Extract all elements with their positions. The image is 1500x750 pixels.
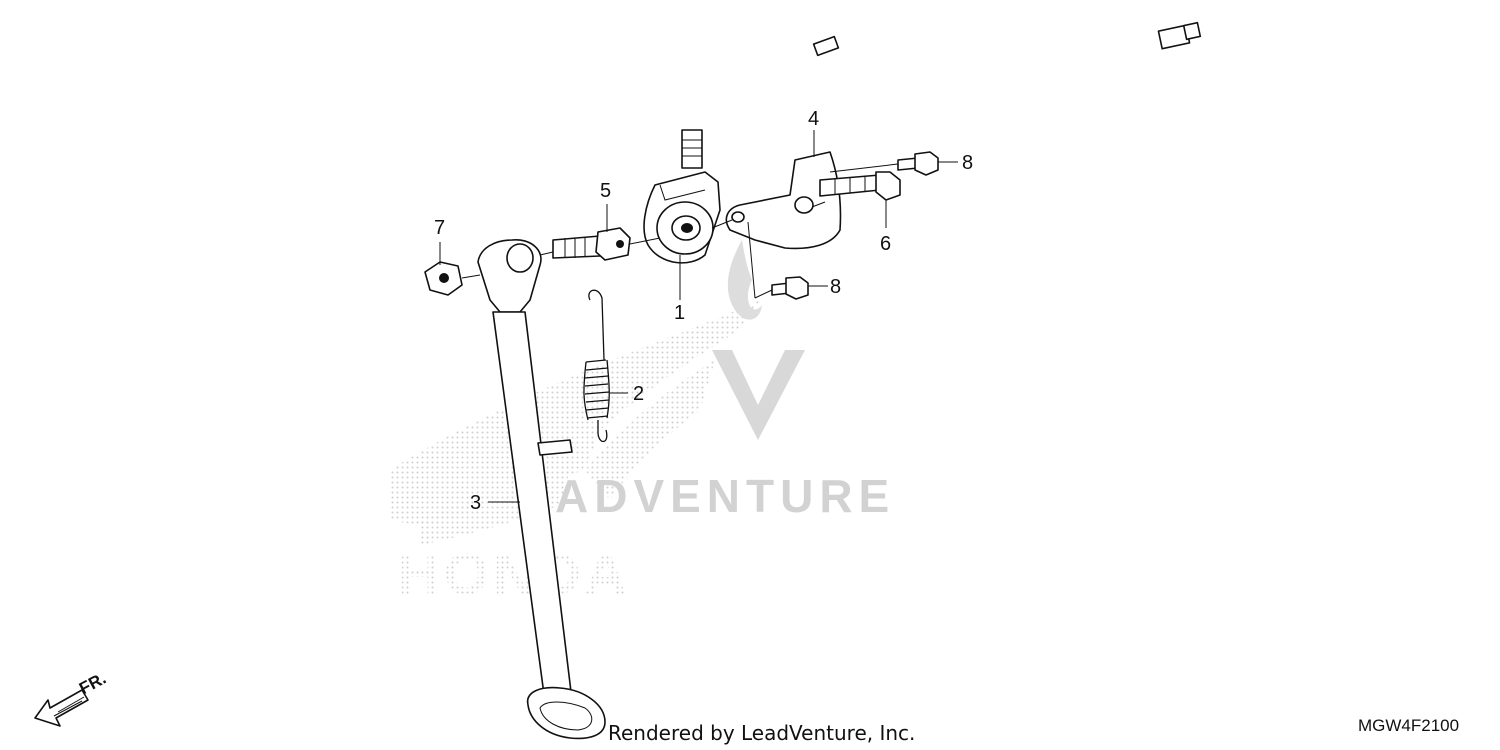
pivot-bolt bbox=[552, 227, 631, 261]
bolt-6 bbox=[819, 171, 901, 201]
callout-4: 4 bbox=[808, 108, 819, 130]
bolt-8-lower bbox=[771, 276, 809, 300]
callout-2: 2 bbox=[633, 383, 644, 405]
bolt-8-upper bbox=[897, 151, 939, 176]
stand-spring bbox=[583, 289, 610, 443]
callout-8-upper: 8 bbox=[962, 152, 973, 174]
leader-lines bbox=[439, 130, 958, 503]
callout-7: 7 bbox=[434, 217, 445, 239]
callout-6: 6 bbox=[880, 233, 891, 255]
watermark-text: ADVENTURE bbox=[555, 470, 895, 522]
side-stand-switch bbox=[643, 171, 721, 264]
callout-3: 3 bbox=[470, 492, 481, 514]
honda-logo-text: HONDA bbox=[398, 542, 631, 607]
callout-5: 5 bbox=[600, 180, 611, 202]
switch-cover-bracket bbox=[725, 151, 842, 250]
switch-wire-harness bbox=[681, 21, 1202, 169]
front-direction-arrow: FR. bbox=[34, 669, 109, 727]
nut bbox=[424, 261, 463, 296]
callout-1: 1 bbox=[674, 302, 685, 324]
credit-text: Rendered by LeadVenture, Inc. bbox=[608, 721, 915, 745]
leadventure-watermark: ADVENTURE bbox=[555, 240, 895, 522]
assembly-lines bbox=[461, 163, 899, 299]
callout-8-lower: 8 bbox=[830, 276, 841, 298]
honda-wing-logo-watermark: HONDA bbox=[390, 300, 760, 607]
side-stand bbox=[477, 239, 606, 740]
diagram-code: MGW4F2100 bbox=[1358, 716, 1459, 735]
